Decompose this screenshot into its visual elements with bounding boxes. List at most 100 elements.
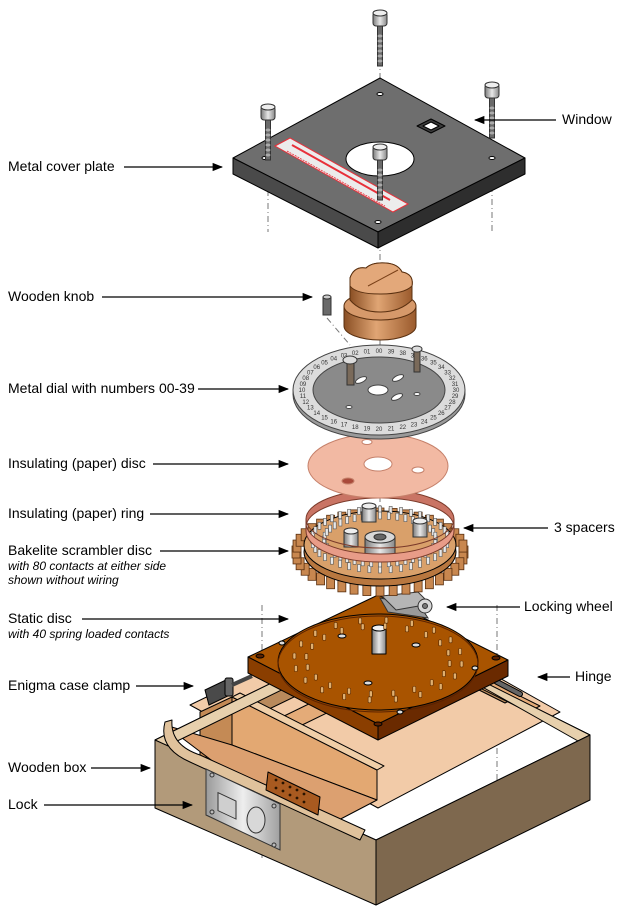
dial-screws bbox=[342, 345, 423, 386]
spring-contact bbox=[418, 691, 423, 698]
spring-contact bbox=[322, 634, 327, 641]
spring-contact bbox=[305, 663, 310, 671]
dial-number: 25 bbox=[430, 416, 437, 422]
spring-contact bbox=[453, 672, 457, 680]
spring-contact bbox=[367, 696, 372, 704]
contact-pin bbox=[357, 507, 361, 515]
contact-pin bbox=[378, 511, 382, 520]
contact-pin bbox=[433, 531, 438, 540]
spring-contact bbox=[442, 670, 446, 677]
spring-contact bbox=[438, 639, 442, 647]
cover-screw bbox=[484, 81, 500, 139]
locking-wheel bbox=[379, 591, 433, 619]
dial-number: 11 bbox=[300, 394, 307, 400]
label-scrambler-sub1: with 80 contacts at either side bbox=[8, 559, 167, 573]
contact-pin bbox=[338, 518, 343, 527]
spring-contact bbox=[429, 679, 434, 686]
contact-pin bbox=[399, 507, 403, 515]
label-spacers: 3 spacers bbox=[554, 519, 615, 535]
spring-contact bbox=[339, 627, 344, 634]
contact-pin bbox=[328, 524, 332, 533]
dial-number: 33 bbox=[444, 370, 451, 376]
leader-arrows bbox=[44, 115, 570, 810]
contact-pin bbox=[338, 559, 342, 568]
cover-plate-screws bbox=[260, 9, 500, 201]
dial-number: 09 bbox=[300, 382, 307, 388]
dial-number: 08 bbox=[302, 376, 309, 382]
contact-pin bbox=[357, 564, 361, 572]
label-static-sub: with 40 spring loaded contacts bbox=[8, 627, 170, 641]
spring-contact bbox=[432, 626, 436, 634]
contact-pin bbox=[403, 514, 408, 522]
contact-pin bbox=[395, 512, 400, 521]
contact-pin bbox=[388, 506, 393, 514]
label-box: Wooden box bbox=[8, 759, 87, 775]
contact-pin bbox=[438, 549, 443, 557]
contact-pin bbox=[418, 559, 422, 568]
spring-contact bbox=[448, 636, 453, 644]
contact-pin bbox=[433, 553, 437, 561]
contact-pin bbox=[352, 514, 357, 522]
contact-pin bbox=[330, 556, 334, 565]
contact-pin bbox=[324, 528, 329, 536]
dial-number: 20 bbox=[376, 427, 383, 433]
dial-number: 21 bbox=[388, 427, 395, 433]
dial-number: 27 bbox=[444, 406, 451, 412]
dial-number: 14 bbox=[313, 411, 320, 417]
spring-contact bbox=[333, 622, 338, 629]
label-dial: Metal dial with numbers 00-39 bbox=[8, 380, 195, 396]
spring-contact bbox=[410, 620, 414, 627]
dial-number: 18 bbox=[352, 425, 359, 431]
contact-pin bbox=[330, 514, 334, 523]
spring-contact bbox=[458, 648, 462, 655]
spring-contact bbox=[313, 630, 318, 637]
spring-contact bbox=[320, 686, 324, 694]
spring-contact bbox=[310, 643, 314, 650]
dial-number: 04 bbox=[330, 356, 337, 362]
dial-number: 05 bbox=[321, 360, 328, 366]
dial-number: 36 bbox=[421, 356, 428, 362]
contact-pin bbox=[323, 518, 327, 526]
spring-contact bbox=[394, 695, 398, 703]
dial-number: 16 bbox=[330, 420, 337, 426]
contact-pin bbox=[433, 518, 437, 526]
contact-pin bbox=[332, 521, 337, 530]
spring-contact bbox=[342, 693, 346, 700]
spring-contact bbox=[303, 676, 308, 684]
spring-contact bbox=[412, 686, 417, 693]
contact-pin bbox=[345, 516, 349, 524]
contact-pin bbox=[347, 562, 351, 571]
contact-pin bbox=[409, 508, 413, 517]
dial-number: 10 bbox=[299, 388, 306, 394]
contact-pin bbox=[426, 556, 430, 565]
dial-number: 34 bbox=[438, 365, 445, 371]
contact-pin bbox=[347, 508, 351, 517]
dial-number: 15 bbox=[321, 416, 328, 422]
dial-number: 24 bbox=[421, 420, 428, 426]
spring-contact bbox=[383, 622, 387, 630]
spring-contact bbox=[347, 687, 351, 695]
label-lock: Lock bbox=[8, 796, 38, 812]
dial-number: 31 bbox=[452, 382, 459, 388]
dial-number: 17 bbox=[341, 423, 348, 429]
insulating-paper-ring bbox=[305, 489, 455, 563]
contact-pin bbox=[317, 522, 322, 530]
label-scrambler: Bakelite scrambler disc bbox=[8, 542, 152, 558]
dial-number: 29 bbox=[452, 394, 459, 400]
spring-contact bbox=[391, 689, 396, 697]
contact-pin bbox=[438, 522, 443, 530]
dial-number: 39 bbox=[388, 349, 395, 355]
dial-number: 26 bbox=[438, 411, 445, 417]
spring-contact bbox=[405, 625, 409, 633]
contact-pin bbox=[399, 564, 403, 572]
contact-pin bbox=[388, 565, 393, 573]
warning-sticker bbox=[273, 137, 410, 213]
knob-screw bbox=[322, 294, 332, 316]
dial-number: 28 bbox=[449, 400, 456, 406]
dial-number: 32 bbox=[449, 376, 456, 382]
label-cover-plate: Metal cover plate bbox=[8, 158, 115, 174]
dial-number: 22 bbox=[399, 425, 406, 431]
dial-number: 30 bbox=[453, 388, 460, 394]
spring-contact bbox=[304, 653, 309, 660]
